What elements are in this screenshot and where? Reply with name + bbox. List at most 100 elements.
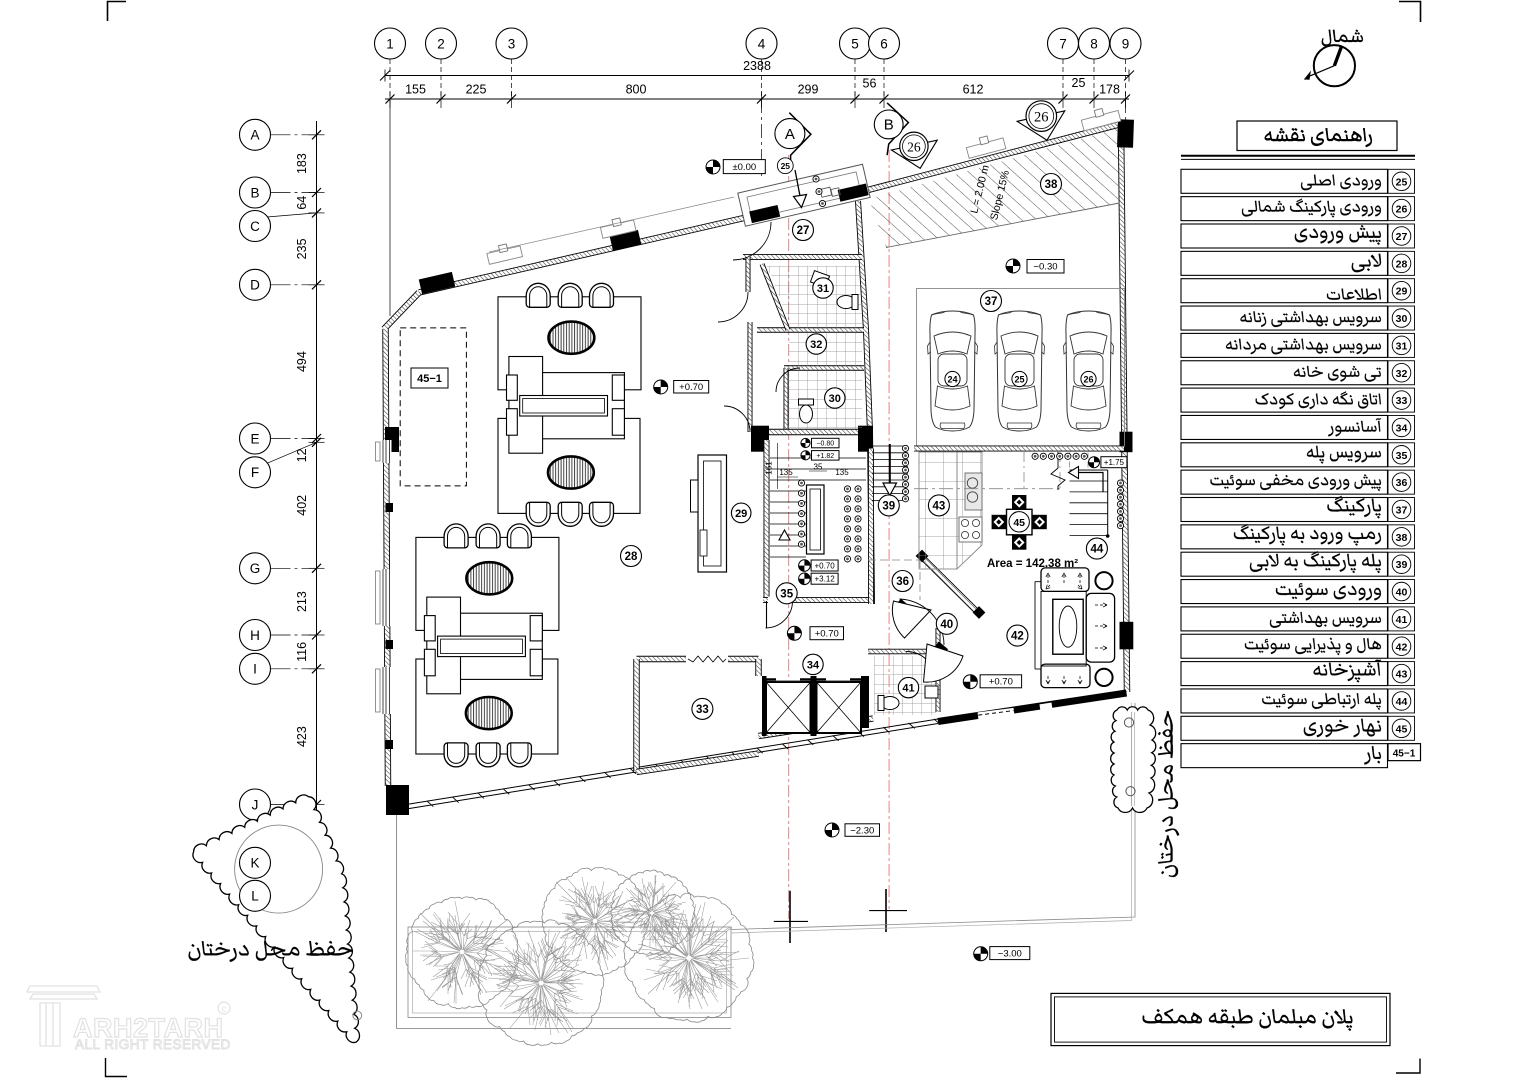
svg-text:45−1: 45−1 bbox=[417, 373, 442, 385]
svg-text:31: 31 bbox=[1396, 340, 1408, 352]
svg-text:C: C bbox=[250, 219, 260, 234]
svg-text:2388: 2388 bbox=[743, 59, 771, 73]
svg-text:26: 26 bbox=[907, 140, 921, 155]
svg-text:135: 135 bbox=[779, 468, 793, 477]
svg-text:155: 155 bbox=[405, 83, 426, 97]
svg-text:38: 38 bbox=[1396, 532, 1408, 544]
svg-text:29: 29 bbox=[735, 508, 747, 520]
svg-text:+1.75: +1.75 bbox=[1104, 458, 1125, 467]
svg-text:36: 36 bbox=[896, 576, 909, 588]
svg-text:178: 178 bbox=[1099, 83, 1120, 97]
svg-text:L: L bbox=[251, 889, 259, 904]
svg-text:116: 116 bbox=[295, 642, 309, 662]
svg-text:37: 37 bbox=[1396, 505, 1408, 517]
svg-text:E: E bbox=[250, 431, 259, 446]
svg-text:32: 32 bbox=[810, 339, 822, 351]
svg-text:42: 42 bbox=[1396, 641, 1408, 653]
svg-text:40: 40 bbox=[940, 619, 953, 631]
svg-text:35: 35 bbox=[814, 463, 823, 472]
svg-text:27: 27 bbox=[797, 225, 810, 237]
svg-text:−0.30: −0.30 bbox=[1033, 262, 1057, 273]
svg-text:33: 33 bbox=[696, 704, 709, 716]
svg-text:A: A bbox=[250, 128, 259, 143]
svg-text:33: 33 bbox=[1396, 395, 1408, 407]
svg-text:800: 800 bbox=[626, 83, 647, 97]
svg-text:36: 36 bbox=[1396, 477, 1408, 489]
svg-text:+0.70: +0.70 bbox=[815, 629, 839, 640]
svg-text:42: 42 bbox=[1011, 631, 1024, 643]
svg-text:H: H bbox=[250, 628, 260, 643]
svg-text:24: 24 bbox=[947, 375, 957, 385]
svg-text:34: 34 bbox=[1396, 422, 1408, 434]
svg-text:35: 35 bbox=[1396, 450, 1408, 462]
svg-text:25: 25 bbox=[781, 161, 791, 171]
svg-text:+3.12: +3.12 bbox=[814, 575, 835, 584]
svg-text:2: 2 bbox=[437, 36, 445, 51]
svg-text:45: 45 bbox=[1013, 517, 1025, 529]
svg-text:183: 183 bbox=[295, 153, 309, 174]
svg-text:J: J bbox=[252, 797, 259, 812]
svg-text:ARH2TARH: ARH2TARH bbox=[73, 1013, 224, 1043]
svg-text:161: 161 bbox=[765, 461, 774, 475]
svg-text:+0.70: +0.70 bbox=[814, 561, 835, 570]
svg-text:26: 26 bbox=[1034, 110, 1049, 126]
svg-text:31: 31 bbox=[817, 283, 829, 295]
svg-text:B: B bbox=[250, 185, 259, 200]
svg-text:30: 30 bbox=[829, 393, 841, 405]
svg-text:44: 44 bbox=[1091, 544, 1104, 556]
svg-text:64: 64 bbox=[295, 196, 309, 210]
svg-text:I: I bbox=[253, 662, 257, 677]
svg-text:41: 41 bbox=[902, 683, 914, 695]
svg-text:35: 35 bbox=[780, 588, 793, 600]
svg-text:423: 423 bbox=[295, 726, 309, 747]
svg-text:45−1: 45−1 bbox=[1393, 748, 1416, 759]
svg-text:G: G bbox=[250, 561, 261, 576]
svg-text:494: 494 bbox=[295, 351, 309, 372]
svg-text:38: 38 bbox=[1045, 179, 1058, 191]
svg-text:43: 43 bbox=[1396, 669, 1408, 681]
svg-text:45: 45 bbox=[1396, 723, 1408, 735]
svg-text:±0.00: ±0.00 bbox=[732, 162, 756, 173]
svg-text:−2.30: −2.30 bbox=[850, 825, 874, 836]
svg-text:612: 612 bbox=[963, 83, 984, 97]
svg-text:D: D bbox=[250, 278, 260, 293]
svg-text:28: 28 bbox=[625, 551, 638, 563]
svg-text:235: 235 bbox=[295, 238, 309, 259]
svg-text:44: 44 bbox=[1396, 696, 1408, 708]
svg-text:A: A bbox=[785, 126, 795, 143]
svg-text:43: 43 bbox=[933, 501, 946, 513]
svg-text:Area = 142.38 m²: Area = 142.38 m² bbox=[987, 558, 1078, 570]
svg-text:B: B bbox=[884, 117, 894, 134]
svg-text:K: K bbox=[250, 856, 259, 871]
svg-text:28: 28 bbox=[1396, 258, 1408, 270]
svg-text:3: 3 bbox=[508, 36, 516, 51]
svg-text:6: 6 bbox=[880, 36, 888, 51]
svg-text:56: 56 bbox=[863, 77, 877, 91]
svg-text:8: 8 bbox=[1090, 36, 1098, 51]
svg-text:34: 34 bbox=[807, 659, 820, 671]
svg-text:12: 12 bbox=[295, 448, 309, 462]
svg-text:+1.82: +1.82 bbox=[816, 453, 834, 460]
svg-text:40: 40 bbox=[1396, 587, 1408, 599]
svg-text:+0.70: +0.70 bbox=[679, 382, 703, 393]
svg-text:+0.70: +0.70 bbox=[989, 677, 1013, 688]
svg-text:26: 26 bbox=[1083, 375, 1093, 385]
svg-text:26: 26 bbox=[1396, 204, 1408, 216]
svg-text:299: 299 bbox=[798, 83, 819, 97]
svg-text:ALL RIGHT RESERVED: ALL RIGHT RESERVED bbox=[75, 1037, 231, 1052]
svg-text:27: 27 bbox=[1396, 231, 1408, 243]
svg-text:29: 29 bbox=[1396, 286, 1408, 298]
svg-text:225: 225 bbox=[466, 83, 487, 97]
svg-text:7: 7 bbox=[1059, 36, 1067, 51]
svg-text:−0.80: −0.80 bbox=[816, 441, 834, 448]
svg-text:402: 402 bbox=[295, 495, 309, 516]
svg-text:25: 25 bbox=[1014, 375, 1024, 385]
svg-text:−3.00: −3.00 bbox=[998, 949, 1022, 960]
svg-text:213: 213 bbox=[295, 591, 309, 612]
svg-text:39: 39 bbox=[882, 501, 895, 513]
svg-text:41: 41 bbox=[1396, 614, 1408, 626]
svg-text:25: 25 bbox=[1396, 176, 1408, 188]
svg-text:1: 1 bbox=[386, 36, 394, 51]
svg-text:4: 4 bbox=[758, 36, 766, 51]
svg-text:F: F bbox=[251, 465, 259, 480]
